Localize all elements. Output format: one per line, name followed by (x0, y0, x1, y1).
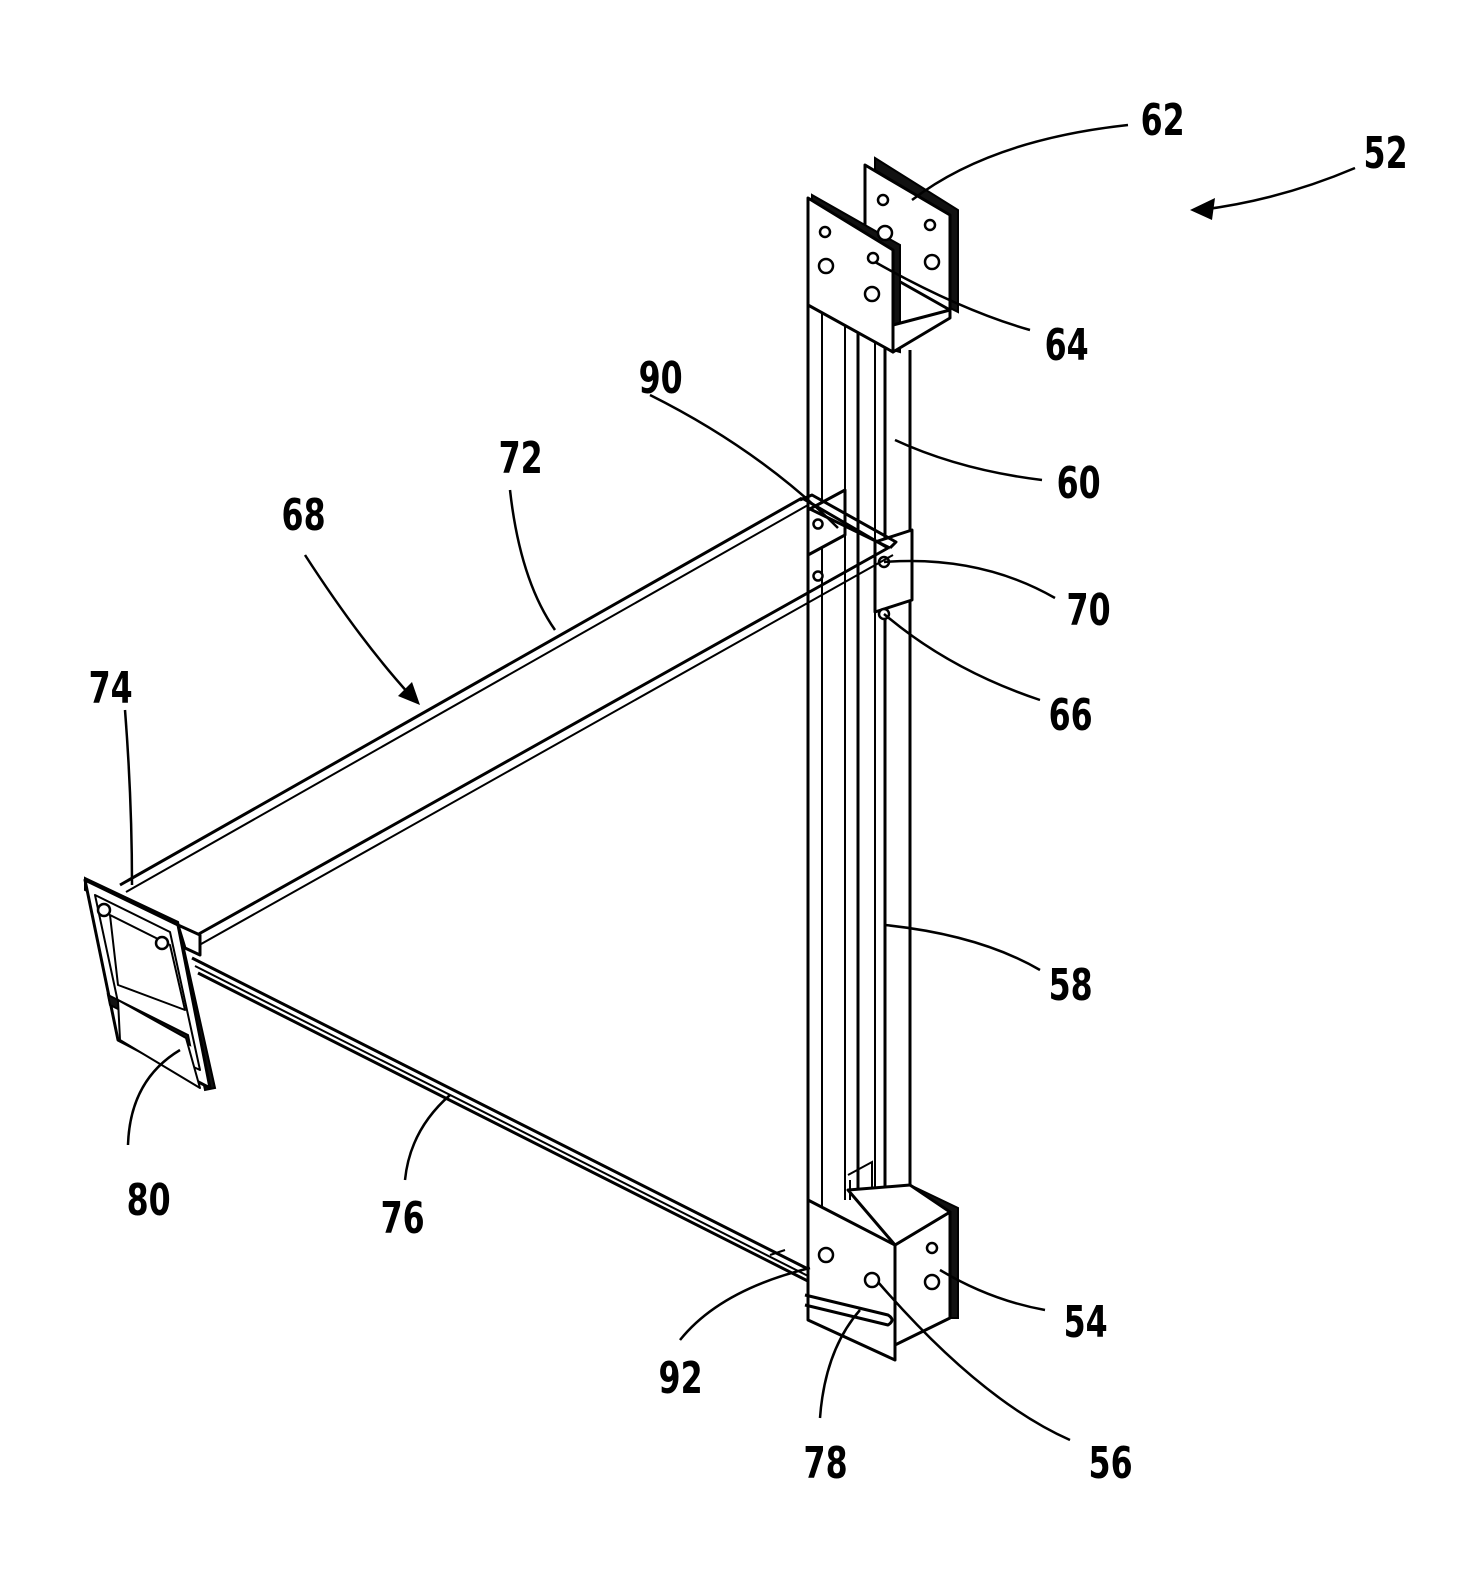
label-60: 60 (1057, 458, 1101, 510)
hole (865, 287, 879, 301)
label-80: 80 (127, 1175, 171, 1227)
vertical-post (808, 305, 910, 1320)
top-bracket (808, 158, 958, 352)
hole (814, 520, 823, 529)
hole (820, 227, 830, 237)
label-52: 52 (1364, 128, 1408, 180)
label-90: 90 (639, 353, 683, 405)
hole (814, 572, 823, 581)
hole (878, 226, 892, 240)
hole (927, 1243, 937, 1253)
hole (98, 904, 110, 916)
hole (865, 1273, 879, 1287)
hole (925, 255, 939, 269)
lower-arm (192, 958, 885, 1320)
label-76: 76 (381, 1193, 425, 1245)
hole (878, 195, 888, 205)
hole (819, 259, 833, 273)
end-plate (85, 878, 215, 1090)
upper-arm (120, 498, 893, 948)
label-54: 54 (1064, 1297, 1108, 1349)
hole (156, 937, 168, 949)
leader-lines (125, 125, 1355, 1440)
label-92: 92 (659, 1353, 703, 1405)
label-62: 62 (1141, 95, 1185, 147)
label-72: 72 (499, 433, 543, 485)
bottom-bracket (805, 1185, 958, 1360)
label-66: 66 (1049, 690, 1093, 742)
label-74: 74 (89, 663, 133, 715)
label-64: 64 (1045, 320, 1089, 372)
arrowhead-52 (1190, 198, 1215, 220)
hole (925, 220, 935, 230)
label-68: 68 (282, 490, 326, 542)
label-56: 56 (1089, 1438, 1133, 1490)
label-58: 58 (1049, 960, 1093, 1012)
hole (925, 1275, 939, 1289)
label-78: 78 (804, 1438, 848, 1490)
label-70: 70 (1067, 585, 1111, 637)
hole (819, 1248, 833, 1262)
